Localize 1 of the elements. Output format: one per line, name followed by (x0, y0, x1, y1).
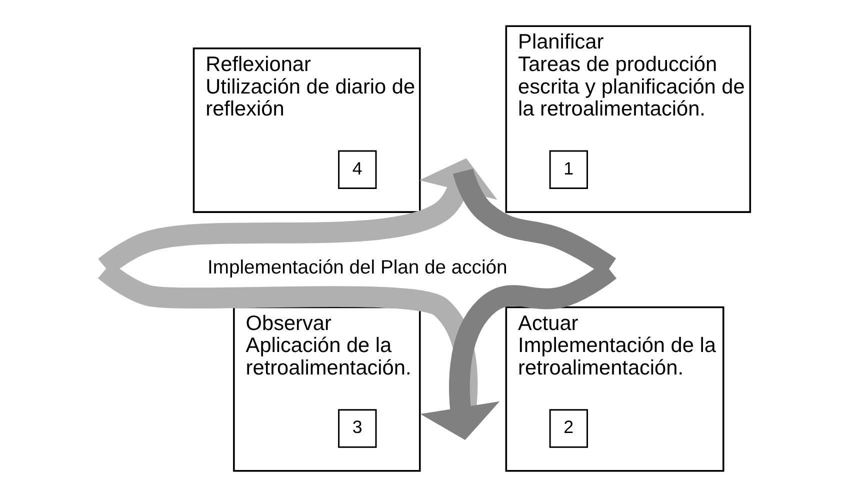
node-text: Implementación del Plan de acción (207, 256, 507, 279)
